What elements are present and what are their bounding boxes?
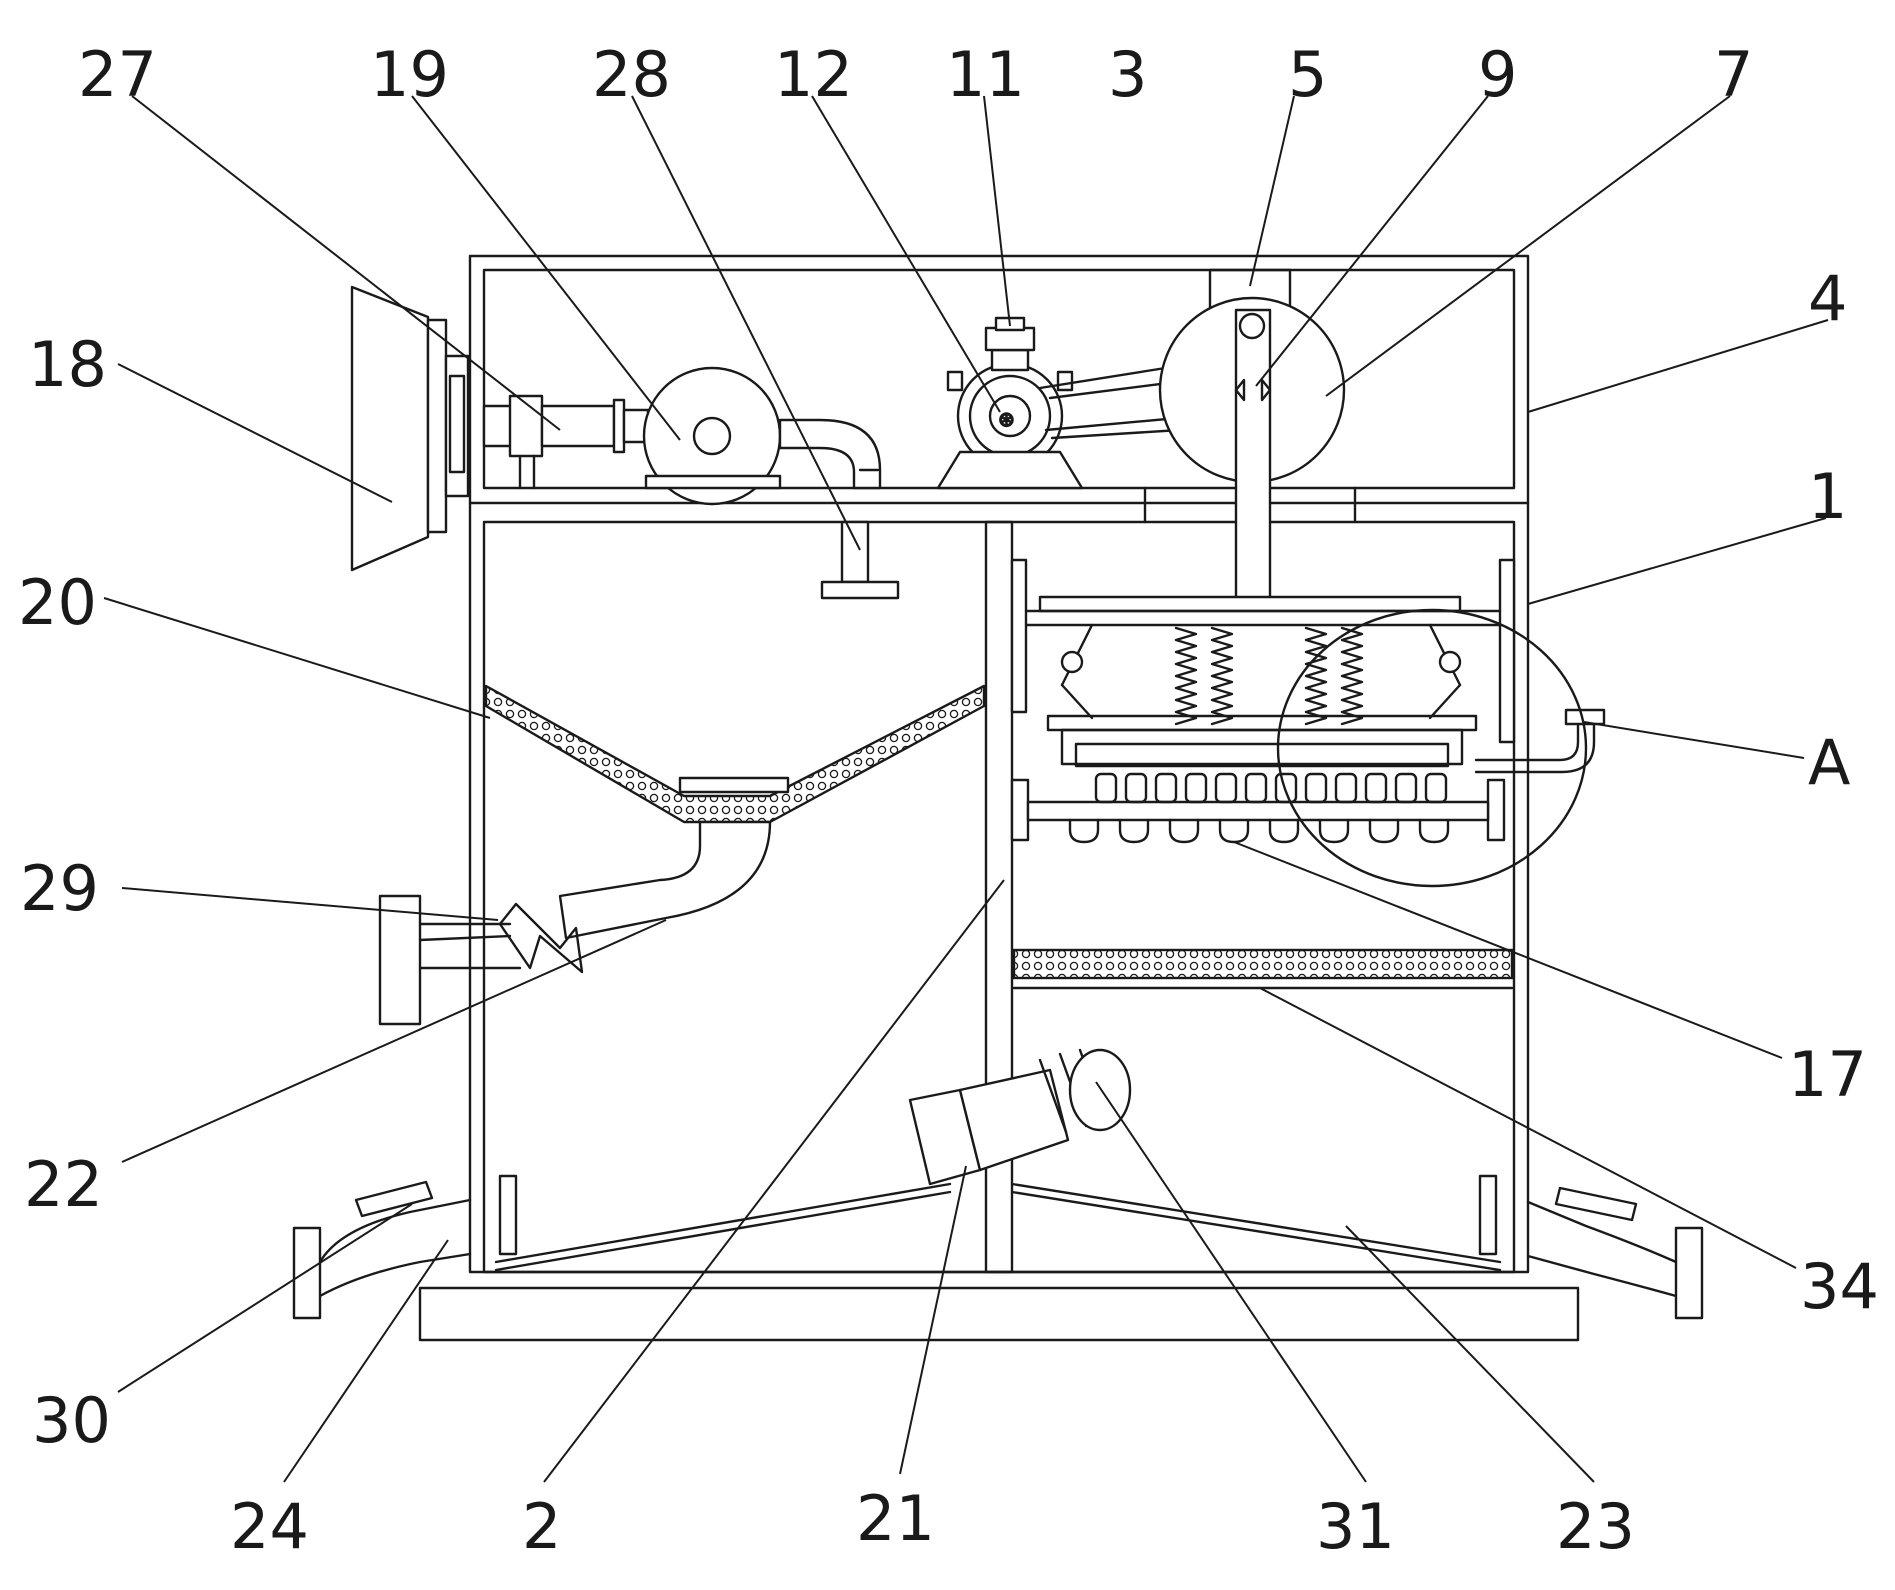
label-23: 23 — [1556, 1490, 1635, 1563]
label-27: 27 — [78, 38, 157, 111]
screen-mechanism — [1010, 558, 1606, 888]
label-34: 34 — [1800, 1250, 1879, 1323]
drive-belt — [1038, 364, 1182, 440]
part-labels: 27 19 28 12 11 3 5 9 7 4 18 1 20 A 29 17… — [18, 38, 1879, 1563]
filter-mesh — [1012, 948, 1514, 990]
label-22: 22 — [24, 1148, 103, 1221]
label-3: 3 — [1108, 38, 1147, 111]
crank-wheel — [1158, 296, 1346, 602]
drain-nozzle — [908, 1048, 1132, 1186]
partition-wall — [984, 520, 1014, 1274]
label-A: A — [1808, 726, 1850, 799]
label-20: 20 — [18, 566, 97, 639]
drive-motor: ⊛ — [936, 316, 1084, 490]
outlet-pipe — [820, 520, 900, 600]
base-plate — [418, 1286, 1580, 1342]
label-4: 4 — [1808, 262, 1847, 335]
label-31: 31 — [1316, 1490, 1395, 1563]
label-28: 28 — [592, 38, 671, 111]
label-18: 18 — [28, 328, 107, 401]
label-11: 11 — [946, 38, 1025, 111]
label-2: 2 — [522, 1490, 561, 1563]
sloped-bottom — [494, 1174, 1502, 1272]
leader-lines — [103, 95, 1829, 1483]
label-5: 5 — [1288, 38, 1327, 111]
gear-motor-glyph-icon: ⊛ — [998, 407, 1015, 431]
blower-fan — [642, 366, 882, 506]
label-30: 30 — [32, 1384, 111, 1457]
intake-funnel — [350, 285, 470, 572]
label-9: 9 — [1478, 38, 1517, 111]
label-17: 17 — [1788, 1038, 1867, 1111]
left-outlet — [292, 1180, 472, 1320]
label-29: 29 — [20, 852, 99, 925]
label-24: 24 — [230, 1490, 309, 1563]
label-21: 21 — [856, 1482, 935, 1555]
mesh-funnel — [378, 684, 986, 1026]
label-1: 1 — [1808, 460, 1847, 533]
label-19: 19 — [370, 38, 449, 111]
label-7: 7 — [1714, 38, 1753, 111]
label-12: 12 — [774, 38, 853, 111]
right-outlet — [1526, 1186, 1704, 1320]
intake-duct — [482, 394, 650, 490]
